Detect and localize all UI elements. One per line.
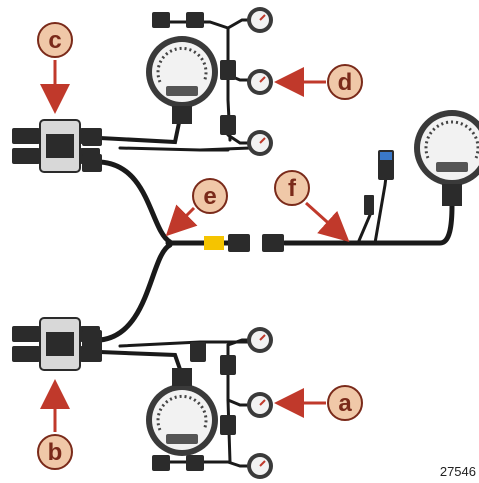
cable-bottom-cluster <box>98 350 184 377</box>
reference-number: 27546 <box>440 464 476 479</box>
gauge-icon <box>247 130 273 156</box>
callout-c-label: c <box>48 27 61 54</box>
callout-f-label: f <box>288 175 297 202</box>
callout-c: c <box>37 22 73 114</box>
gauge-icon <box>146 368 218 456</box>
callout-e: e <box>165 178 228 237</box>
callout-f: f <box>274 170 350 243</box>
callout-a-label: a <box>338 390 352 417</box>
callout-b: b <box>37 379 73 470</box>
cable-top-cluster-2 <box>118 146 252 152</box>
cable-top-branch <box>97 159 173 245</box>
gauge-icon <box>146 36 218 124</box>
connector-icon <box>82 12 394 471</box>
callout-d-label: d <box>338 69 353 96</box>
gauge-icon <box>247 7 273 33</box>
cable-to-main-gauge <box>282 202 455 246</box>
gauge-icon <box>247 453 273 479</box>
callout-a: a <box>274 385 363 421</box>
cable-top-cluster <box>98 116 182 145</box>
callout-d: d <box>274 64 363 100</box>
gauge-icon <box>247 69 273 95</box>
callout-e-label: e <box>203 183 216 210</box>
gauge-icon <box>414 110 479 206</box>
callout-b-label: b <box>48 439 63 466</box>
gauge-icon <box>247 327 273 353</box>
gauge-icon <box>247 392 273 418</box>
cable-bottom-branch <box>97 242 173 343</box>
